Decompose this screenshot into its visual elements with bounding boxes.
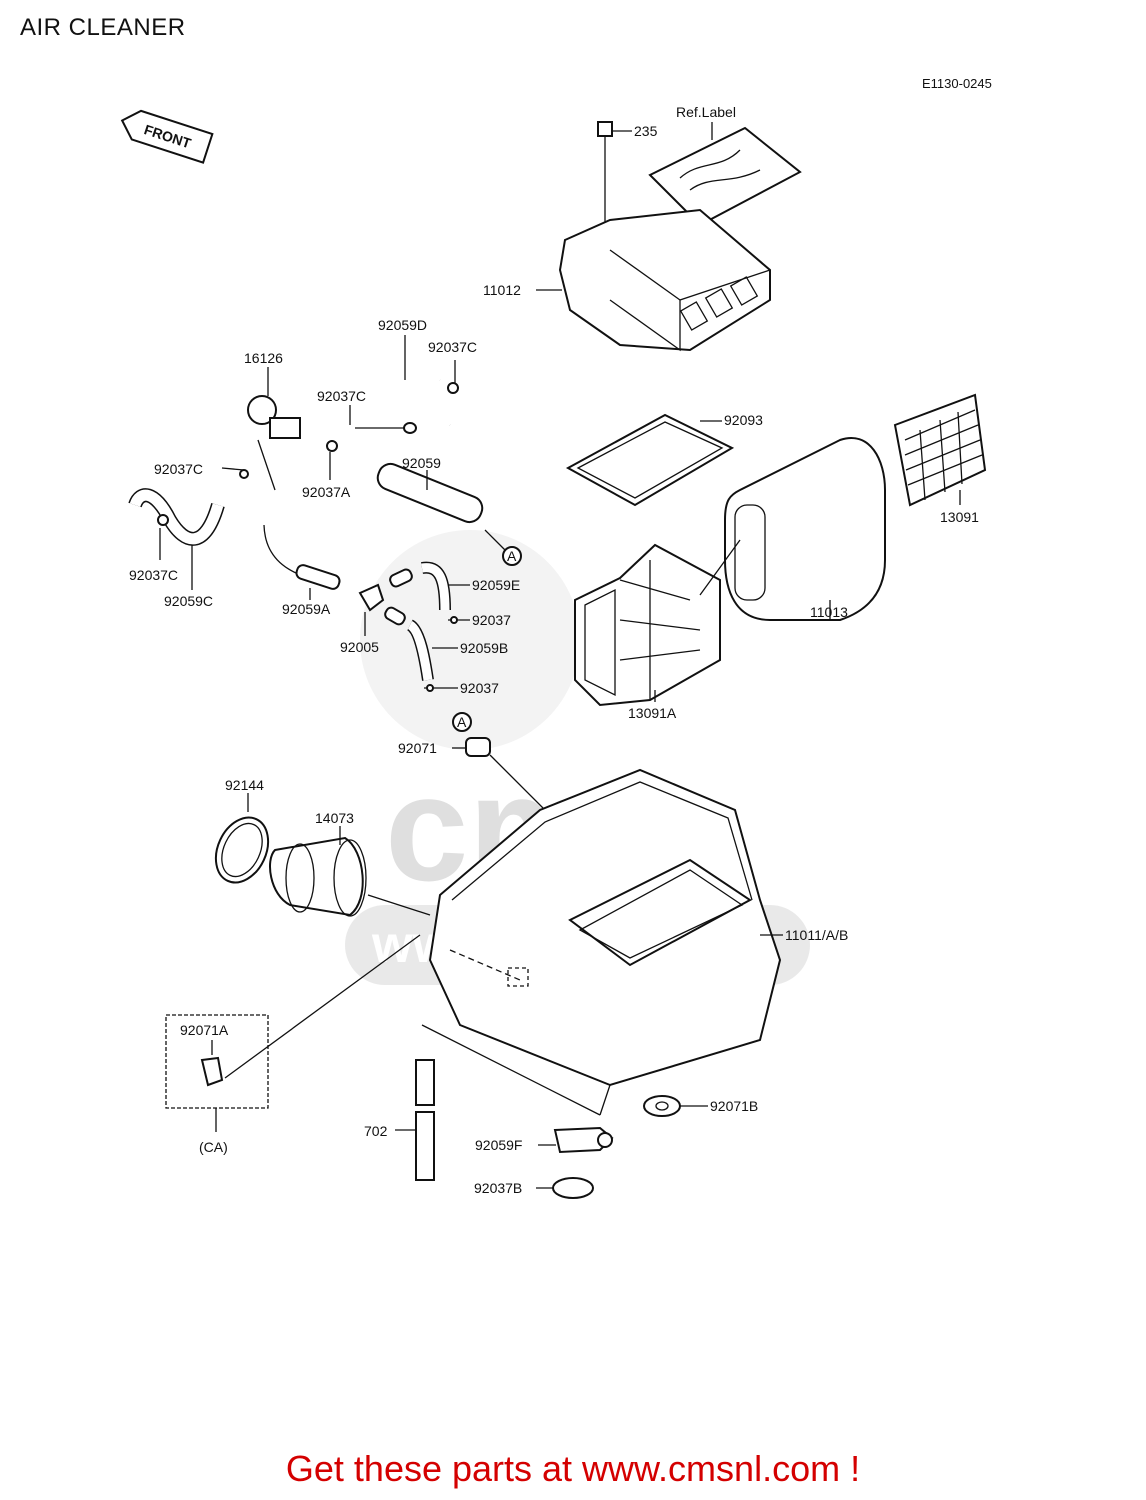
clamp-92037C-a: 92037C: [428, 339, 477, 394]
svg-text:92059E: 92059E: [472, 577, 520, 593]
svg-text:92059F: 92059F: [475, 1137, 522, 1153]
leader-lines: [699, 539, 741, 596]
ref-label-card: Ref.Label: [648, 104, 802, 227]
ref-label-text: Ref.Label: [676, 104, 736, 120]
clamp-92037C-d: 92037C: [129, 514, 178, 583]
svg-text:92037B: 92037B: [474, 1180, 522, 1196]
svg-text:92037C: 92037C: [317, 388, 366, 404]
cap-92071: A 92071: [398, 712, 546, 811]
svg-text:92037: 92037: [460, 680, 499, 696]
air-cleaner-cap-11012: 11012: [483, 208, 771, 352]
svg-text:92005: 92005: [340, 639, 379, 655]
svg-text:92071B: 92071B: [710, 1098, 758, 1114]
joint-92005: 92005: [340, 583, 385, 655]
svg-text:92037C: 92037C: [129, 567, 178, 583]
grommet-92071B: 92071B: [643, 1095, 758, 1117]
svg-text:11011/A/B: 11011/A/B: [785, 927, 848, 943]
clamp-92037B: 92037B: [474, 1177, 594, 1199]
svg-text:702: 702: [364, 1123, 388, 1139]
svg-text:92059B: 92059B: [460, 640, 508, 656]
svg-text:92059D: 92059D: [378, 317, 427, 333]
svg-text:16126: 16126: [244, 350, 283, 366]
svg-text:92037C: 92037C: [428, 339, 477, 355]
svg-text:235: 235: [634, 123, 658, 139]
hose-92059D: 92059D: [378, 317, 454, 429]
svg-text:92037: 92037: [472, 612, 511, 628]
duct-14073: 14073: [269, 810, 431, 917]
svg-text:13091A: 13091A: [628, 705, 677, 721]
svg-text:92071: 92071: [398, 740, 437, 756]
clamp-92037A: 92037A: [302, 440, 351, 500]
svg-text:13091: 13091: [940, 509, 979, 525]
clamp-92037C-b: 92037C: [317, 388, 417, 434]
svg-text:A: A: [457, 714, 467, 730]
housing-11011: 11011/A/B: [428, 768, 848, 1116]
frame-13091: 13091: [893, 393, 987, 525]
svg-text:92037C: 92037C: [154, 461, 203, 477]
hose-92059C: 92059C: [128, 488, 225, 609]
svg-text:92144: 92144: [225, 777, 264, 793]
svg-text:11012: 11012: [483, 282, 521, 298]
gasket-92093: 92093: [565, 412, 763, 507]
valve-16126: 16126: [244, 350, 301, 439]
ring-92144: 92144: [214, 777, 270, 884]
front-arrow: FRONT: [120, 109, 214, 164]
svg-text:92059C: 92059C: [164, 593, 213, 609]
hose-92059B: 92059B: [384, 606, 508, 681]
elbow-92059F: 92059F: [475, 1126, 614, 1154]
diagram-code: E1130-0245: [922, 76, 992, 91]
svg-text:92071A: 92071A: [180, 1022, 229, 1038]
filter-element-11013: 11013: [724, 437, 886, 621]
footer-link[interactable]: Get these parts at www.cmsnl.com !: [285, 1448, 861, 1489]
clip-92037-a: 92037: [448, 612, 511, 628]
page-title: AIR CLEANER: [20, 14, 186, 41]
tube-702: 702: [364, 1024, 601, 1181]
svg-text:92059A: 92059A: [282, 601, 331, 617]
svg-text:11013: 11013: [810, 604, 848, 620]
svg-text:92037A: 92037A: [302, 484, 351, 500]
hose-92059: A 92059: [376, 455, 522, 566]
frame-13091A: 13091A: [574, 543, 721, 721]
svg-text:92059: 92059: [402, 455, 441, 471]
clip-92037-b: 92037: [424, 680, 499, 696]
svg-text:A: A: [507, 548, 517, 564]
hose-92059A: 92059A: [257, 439, 341, 617]
box-CA: 92071A (CA): [165, 934, 421, 1155]
svg-text:92093: 92093: [724, 412, 763, 428]
clamp-92037C-c: 92037C: [154, 461, 249, 479]
hose-92059E: 92059E: [389, 561, 520, 611]
svg-text:14073: 14073: [315, 810, 354, 826]
svg-text:(CA): (CA): [199, 1139, 228, 1155]
